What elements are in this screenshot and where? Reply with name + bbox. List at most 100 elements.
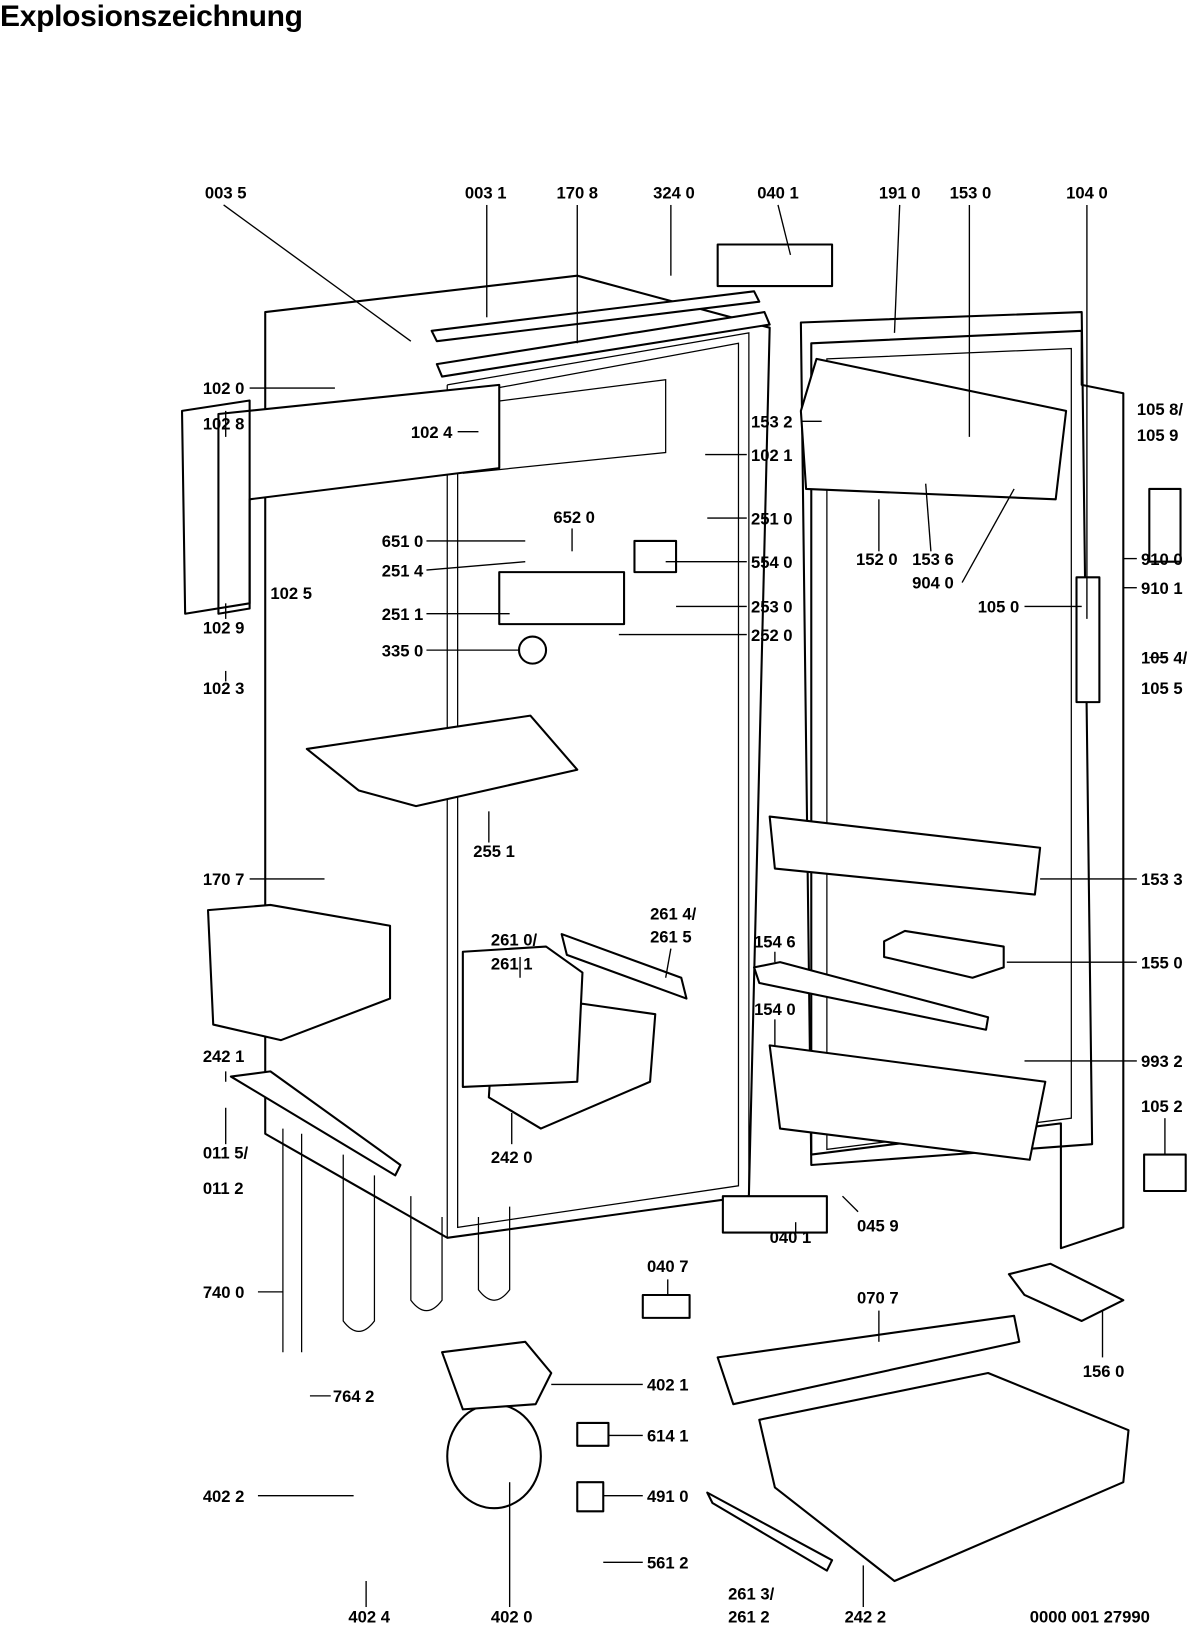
top-cover-1708 (435, 311, 771, 378)
part-label: 011 2 (203, 1179, 244, 1198)
part-label: 040 7 (647, 1257, 689, 1276)
leader-line (893, 204, 901, 333)
part-label: 561 2 (647, 1554, 689, 1573)
part-label: 102 4 (411, 423, 453, 442)
hinge-0401-bottom (721, 1195, 828, 1234)
part-label: 105 2 (1141, 1097, 1183, 1116)
part-label: 402 0 (491, 1608, 533, 1627)
part-label: 261 0/ (491, 931, 538, 950)
door-inner (826, 347, 1072, 1151)
leader-line (223, 204, 412, 342)
page-title: Explosionszeichnung (0, 0, 303, 33)
part-label: 253 0 (751, 598, 793, 617)
leader-lines (223, 204, 1166, 1608)
part-label: 153 2 (751, 413, 793, 432)
part-label: 910 0 (1141, 550, 1183, 569)
hinge-1058 (1148, 487, 1182, 563)
clip-0407 (641, 1293, 691, 1319)
part-label: 040 1 (770, 1228, 812, 1247)
bottom-drawer-2422 (758, 1371, 1130, 1583)
compressor-4020 (446, 1403, 542, 1510)
part-label: 255 1 (473, 842, 515, 861)
egg-tray-1550 (883, 929, 1005, 979)
part-label: 102 8 (203, 415, 245, 434)
part-label: 614 1 (647, 1427, 689, 1446)
door-shelf-1540 (768, 1044, 1047, 1161)
top-strip-0031 (430, 290, 761, 343)
part-label: 153 3 (1141, 870, 1183, 889)
leader-line (426, 561, 526, 571)
bottle-rack-1546 (753, 961, 990, 1031)
part-label: 102 3 (203, 679, 245, 698)
part-label: 251 1 (382, 605, 424, 624)
condenser-7400 (282, 1128, 511, 1353)
leader-line (842, 1195, 859, 1213)
cabinet-inner (446, 332, 750, 1238)
compressor-base-4021 (441, 1340, 553, 1411)
part-label: 003 1 (465, 184, 507, 203)
part-label: 251 4 (382, 561, 424, 580)
part-label: 904 0 (912, 574, 954, 593)
rail-2614 (560, 933, 688, 1000)
part-label: 102 5 (270, 584, 312, 603)
part-label: 003 5 (205, 184, 247, 203)
part-label: 764 2 (333, 1387, 375, 1406)
part-label: 651 0 (382, 532, 424, 551)
part-label: 154 0 (754, 1000, 796, 1019)
part-label: 105 4/ (1141, 649, 1188, 668)
part-label: 261 3/ (728, 1585, 775, 1604)
ice-tray-1560 (1007, 1262, 1125, 1323)
thermostat-5540 (633, 539, 678, 574)
part-label: 402 1 (647, 1376, 689, 1395)
leader-line (665, 948, 672, 978)
part-label: 045 9 (857, 1217, 899, 1236)
lamp-housing-2520 (498, 571, 626, 626)
glass-shelf-2551 (305, 714, 579, 808)
part-label: 242 1 (203, 1047, 245, 1066)
part-label: 191 0 (879, 184, 921, 203)
part-label: 102 0 (203, 379, 245, 398)
part-label: 993 2 (1141, 1052, 1183, 1071)
freezer-compartment (462, 378, 667, 474)
hinge-1052 (1143, 1153, 1187, 1193)
door (810, 329, 1125, 1250)
door-compartment-1530 (799, 357, 1068, 501)
relay-6141 (576, 1421, 610, 1447)
door-handle-1050 (1075, 576, 1101, 704)
part-label: 910 1 (1141, 579, 1183, 598)
part-label: 652 0 (553, 508, 595, 527)
part-label: 105 0 (978, 598, 1020, 617)
part-label: 324 0 (653, 184, 695, 203)
part-label: 252 0 (751, 626, 793, 645)
overload-4910 (576, 1481, 605, 1513)
leader-line (925, 483, 932, 552)
part-label: 156 0 (1083, 1362, 1125, 1381)
part-label: 102 1 (751, 446, 793, 465)
rail-0115 (229, 1070, 402, 1177)
part-label: 251 0 (751, 509, 793, 528)
part-label: 261 1 (491, 954, 533, 973)
hinge-0401-top (716, 243, 834, 288)
part-label: 261 2 (728, 1608, 770, 1627)
part-label: 153 6 (912, 550, 954, 569)
drawer-2421 (206, 903, 392, 1042)
leader-line (961, 488, 1015, 583)
knob-3350 (517, 635, 548, 665)
door-gasket-1910 (799, 311, 1094, 1167)
part-label: 242 0 (491, 1148, 533, 1167)
part-label: 155 0 (1141, 953, 1183, 972)
part-label: 070 7 (857, 1288, 899, 1307)
part-label: 335 0 (382, 641, 424, 660)
drawing-number: 0000 001 27990 (1030, 1608, 1150, 1627)
front-strip-0707 (716, 1314, 1021, 1406)
part-label: 491 0 (647, 1487, 689, 1506)
part-label: 105 8/ (1137, 400, 1184, 419)
part-label: 152 0 (856, 550, 898, 569)
leader-line (777, 204, 792, 256)
refrigerator-parts-drawing (180, 243, 1187, 1583)
part-label: 105 9 (1137, 426, 1179, 445)
part-label: 261 4/ (650, 905, 697, 924)
part-label: 105 5 (1141, 679, 1183, 698)
